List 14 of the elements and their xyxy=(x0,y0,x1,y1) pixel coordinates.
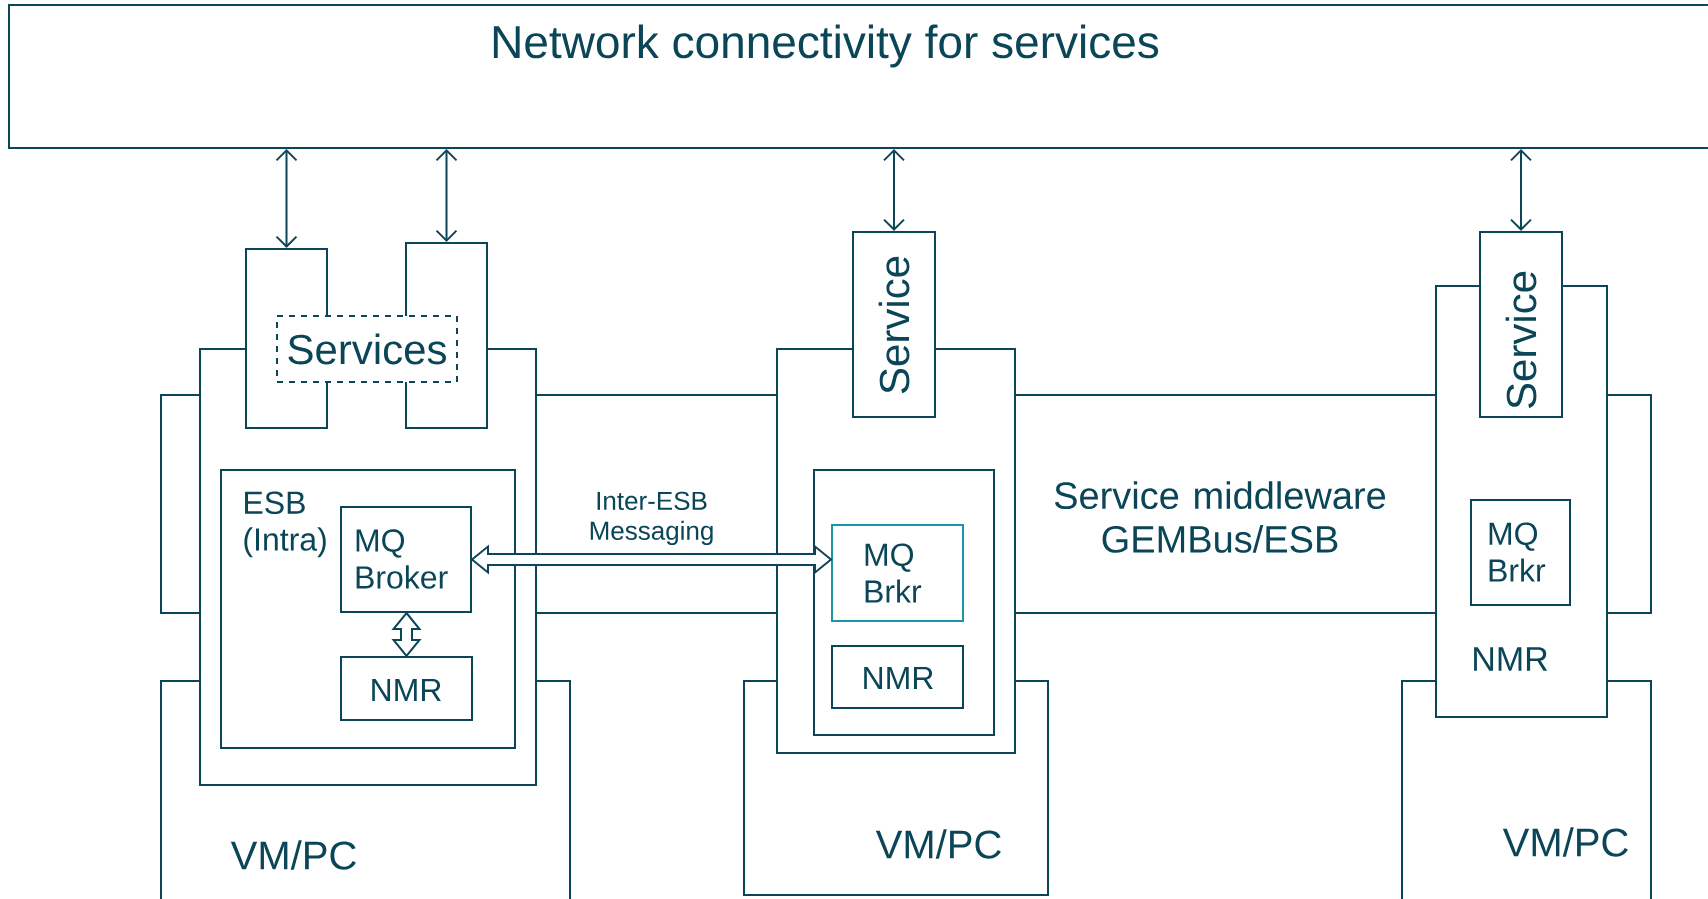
nmr-box: NMR xyxy=(340,656,473,721)
arrow xyxy=(435,149,458,242)
arrow xyxy=(1510,149,1532,231)
broker-box: MQ Broker xyxy=(340,506,472,613)
broker-box: MQ Brkr xyxy=(1470,499,1571,606)
edge-label: Inter-ESB Messaging xyxy=(581,489,722,548)
arrow xyxy=(883,149,905,231)
nmr-box: NMR xyxy=(831,645,964,709)
network-box: Network connectivity for services xyxy=(8,4,1708,149)
service-box: Service xyxy=(852,231,936,418)
broker-box: MQ Brkr xyxy=(831,524,964,622)
services-box: Services xyxy=(276,315,458,383)
arrow xyxy=(275,149,298,248)
service-box: Service xyxy=(1479,231,1563,418)
